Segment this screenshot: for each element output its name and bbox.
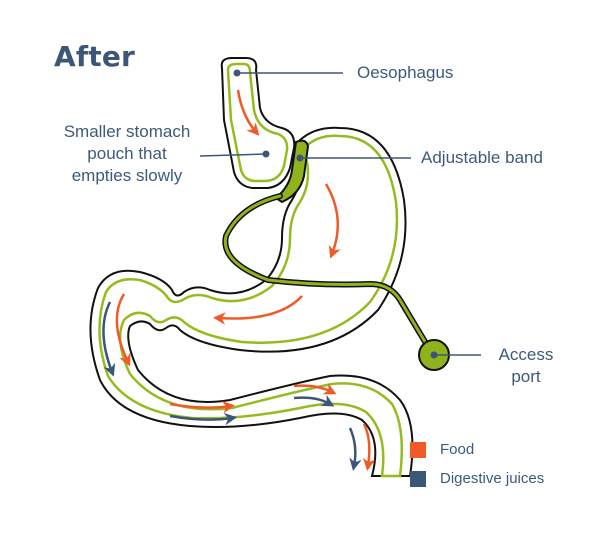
food-arrows — [115, 89, 376, 471]
label-oesophagus: Oesophagus — [357, 63, 454, 82]
juice-arrows — [102, 301, 362, 471]
food-arrow — [293, 383, 337, 395]
leader-lines — [199, 72, 481, 356]
food-arrow — [115, 293, 131, 367]
juice-arrow — [348, 427, 362, 471]
label-pouch-line: pouch that — [87, 144, 167, 163]
band-tube — [222, 193, 433, 353]
label-pouch-line: empties slowly — [71, 166, 183, 185]
food-arrow — [362, 423, 376, 471]
oesophagus-and-pouch — [220, 57, 296, 189]
label-pouch: Smaller stomach pouch that empties slowl… — [46, 121, 208, 187]
juice-arrow — [102, 301, 116, 377]
label-adjustable-band: Adjustable band — [421, 148, 543, 167]
legend-label: Food — [440, 441, 475, 458]
food-arrow — [236, 89, 260, 136]
legend-label: Digestive juices — [440, 470, 545, 487]
juice-arrow — [293, 394, 335, 407]
legend-food: Food — [410, 441, 474, 458]
food-arrow — [169, 400, 235, 414]
leader-dots — [233, 69, 438, 359]
label-pouch-line: Smaller stomach — [63, 122, 191, 141]
oesophagus-lining — [226, 62, 289, 183]
leader-pouch — [199, 153, 267, 157]
stomach-lining — [98, 134, 404, 478]
diagram-title: After — [54, 40, 136, 73]
food-arrow — [324, 183, 341, 259]
legend-swatch-juices — [410, 470, 426, 487]
label-port-line: port — [511, 367, 541, 386]
juice-arrow — [169, 412, 237, 426]
label-port-line: Access — [498, 345, 554, 364]
legend-digestive-juices: Digestive juices — [410, 470, 544, 487]
label-access-port: Access port — [486, 344, 566, 388]
legend-swatch-food — [410, 441, 426, 458]
food-arrow — [213, 295, 303, 325]
